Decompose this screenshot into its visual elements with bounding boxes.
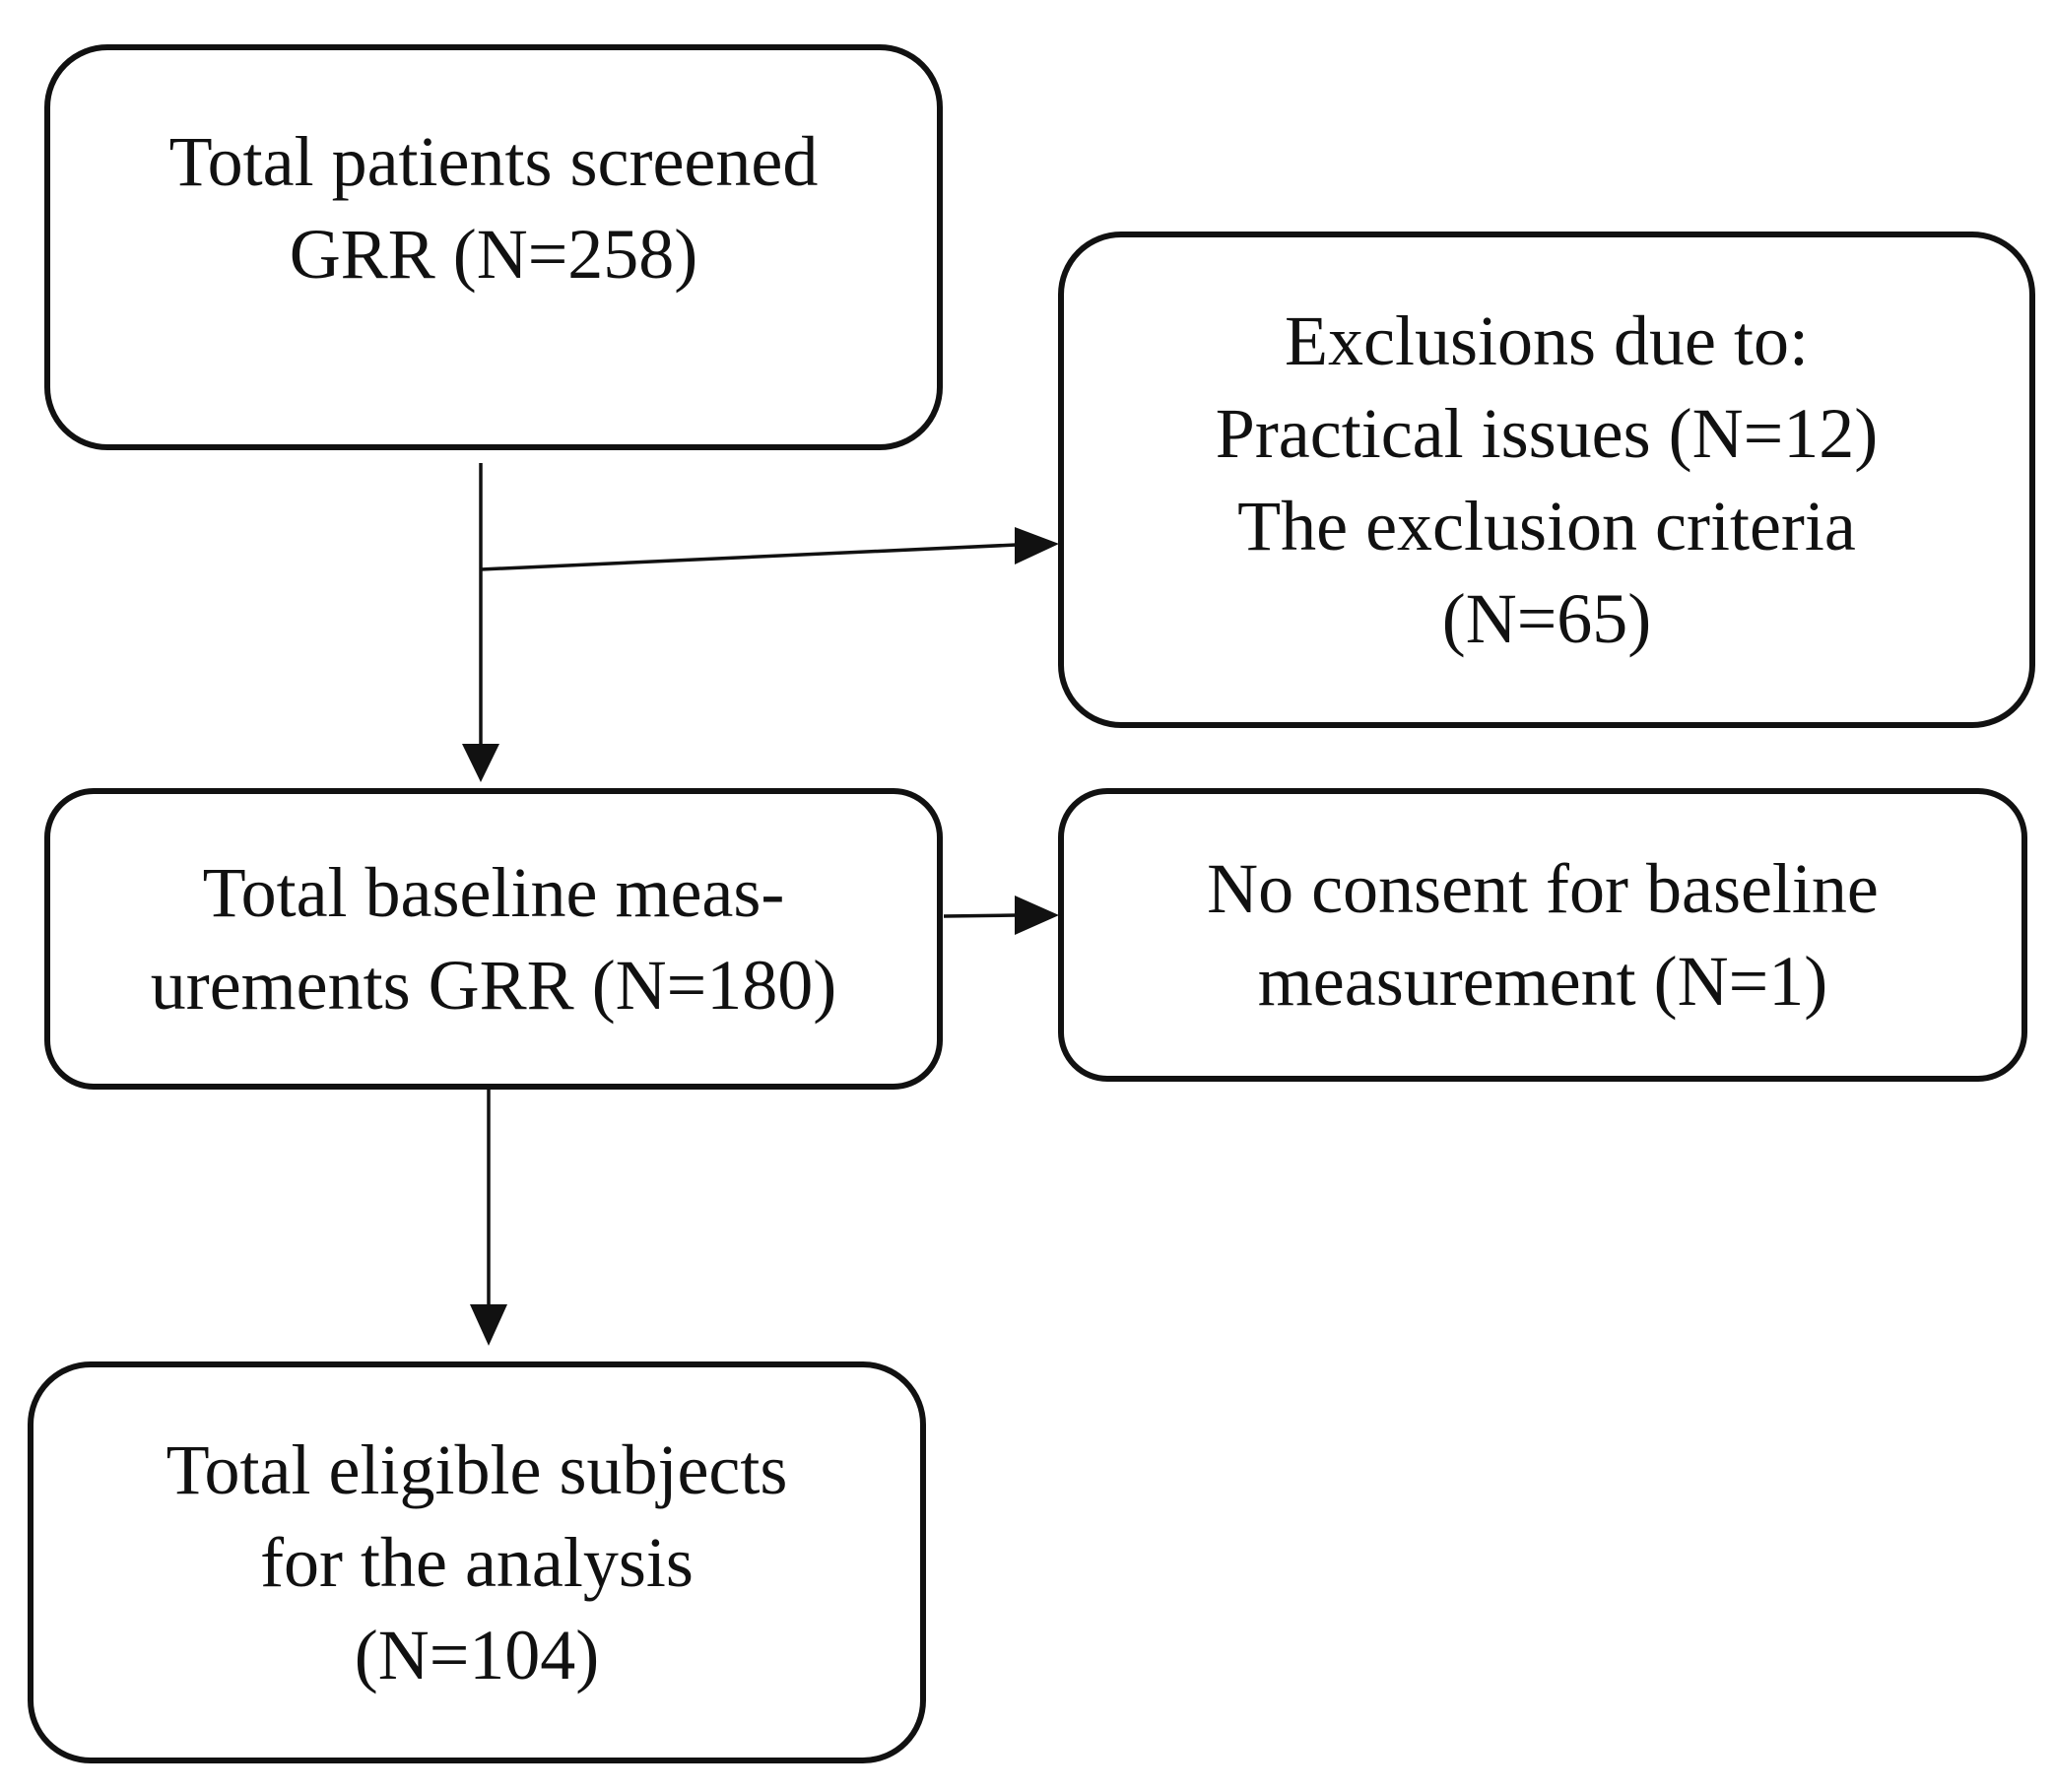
no-consent-line-1: No consent for baseline — [1207, 849, 1879, 928]
baseline-line-1: Total baseline meas- — [202, 853, 785, 932]
connector-baseline-to-no-consent — [943, 913, 1018, 918]
arrowhead-down-to-baseline — [462, 744, 499, 782]
screened-box: Total patients screened GRR (N=258) — [44, 44, 943, 450]
connector-branch-to-exclusions — [480, 543, 1018, 571]
eligible-line-3: (N=104) — [354, 1616, 600, 1694]
arrowhead-down-to-eligible — [470, 1304, 507, 1346]
eligible-line-1: Total eligible subjects — [166, 1430, 788, 1509]
no-consent-line-2: measurement (N=1) — [1257, 942, 1828, 1021]
screened-line-1: Total patients screened — [168, 122, 819, 201]
baseline-box: Total baseline meas- urements GRR (N=180… — [44, 788, 943, 1090]
exclusions-line-2: Practical issues (N=12) — [1215, 394, 1879, 473]
arrowhead-right-to-exclusions — [1015, 527, 1059, 564]
eligible-box: Total eligible subjects for the analysis… — [28, 1361, 926, 1763]
arrowhead-right-to-no-consent — [1015, 896, 1059, 935]
no-consent-box: No consent for baseline measurement (N=1… — [1058, 788, 2027, 1082]
exclusions-box: Exclusions due to: Practical issues (N=1… — [1058, 232, 2035, 728]
eligible-line-2: for the analysis — [260, 1523, 694, 1602]
baseline-line-2: urements GRR (N=180) — [150, 946, 837, 1025]
exclusions-line-1: Exclusions due to: — [1285, 301, 1809, 380]
exclusions-line-4: (N=65) — [1441, 579, 1652, 658]
exclusions-line-3: The exclusion criteria — [1237, 487, 1856, 565]
screened-line-2: GRR (N=258) — [289, 215, 698, 294]
